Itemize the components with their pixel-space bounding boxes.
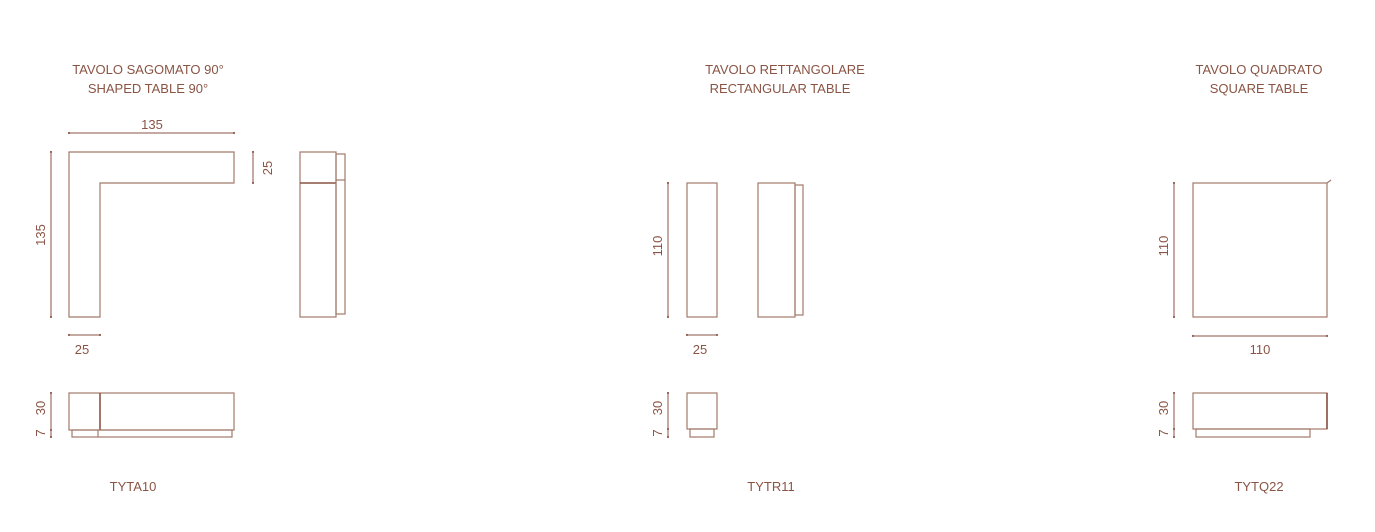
product-code: TYTR11: [747, 479, 794, 494]
dim-arm-depth: 25: [260, 161, 275, 175]
dim-depth: 135: [33, 224, 48, 246]
dim-base: 7: [1156, 429, 1171, 436]
title-it: TAVOLO QUADRATO: [1196, 62, 1323, 77]
dim-width: 25: [693, 342, 707, 357]
side-view: [757, 182, 804, 318]
dim-height: 30: [1156, 401, 1171, 415]
dim-length: 110: [1156, 236, 1171, 257]
front-elevation: [1192, 392, 1328, 438]
title-it: TAVOLO RETTANGOLARE: [705, 62, 865, 77]
product-code: TYTQ22: [1234, 479, 1283, 494]
title-en: SHAPED TABLE 90°: [88, 81, 208, 96]
side-view: [299, 151, 346, 318]
rectangular-table-panel: TAVOLO RETTANGOLARE RECTANGULAR TABLE 11…: [650, 62, 865, 494]
top-view: [686, 182, 718, 318]
dim-height: 30: [650, 401, 665, 415]
title-en: SQUARE TABLE: [1210, 81, 1309, 96]
title-en: RECTANGULAR TABLE: [710, 81, 851, 96]
dim-length: 110: [650, 236, 665, 257]
front-elevation: [686, 392, 718, 438]
top-view: [1192, 182, 1328, 318]
product-code: TYTA10: [110, 479, 157, 494]
side-tick: [1326, 179, 1332, 184]
dim-base: 7: [33, 429, 48, 436]
dim-width: 135: [141, 117, 163, 132]
shaped-table-panel: TAVOLO SAGOMATO 90° SHAPED TABLE 90° 135…: [33, 62, 346, 494]
front-elevation: [68, 392, 235, 438]
dim-arm-width: 25: [75, 342, 89, 357]
square-table-panel: TAVOLO QUADRATO SQUARE TABLE 110 110 30 …: [1156, 62, 1332, 494]
title-it: TAVOLO SAGOMATO 90°: [72, 62, 224, 77]
dim-width: 110: [1250, 342, 1271, 357]
top-view-l-shape: [68, 151, 235, 318]
dim-height: 30: [33, 401, 48, 415]
dim-base: 7: [650, 429, 665, 436]
